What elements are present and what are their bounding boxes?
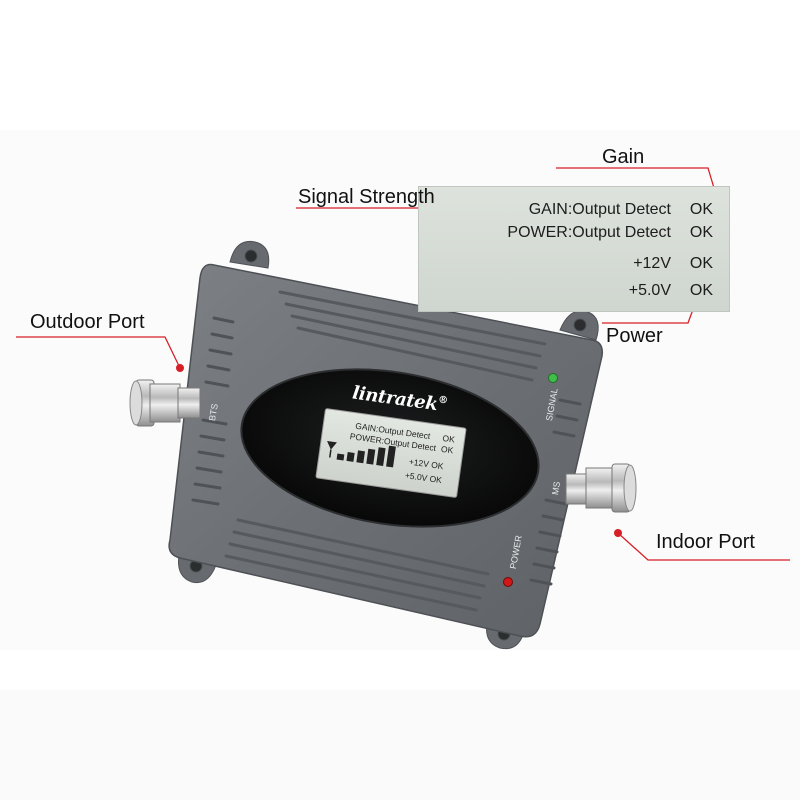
- background-band-bottom: [0, 690, 800, 800]
- lcd-5v-status: OK: [689, 282, 713, 299]
- device-lcd-gain-status: OK: [441, 432, 456, 445]
- callout-outdoor-port: Outdoor Port: [30, 311, 145, 333]
- lcd-12v-label: +12V: [633, 255, 671, 272]
- lcd-power-label: POWER:Output Detect: [507, 224, 671, 241]
- lcd-gain-status: OK: [689, 201, 713, 218]
- indoor-connector: [565, 463, 637, 513]
- power-led: [503, 577, 513, 587]
- outdoor-connector: [129, 379, 201, 427]
- lcd-power-status: OK: [689, 224, 713, 241]
- signal-led: [548, 373, 558, 383]
- lcd-gain-label: GAIN:Output Detect: [528, 201, 671, 218]
- lcd-12v-status: OK: [689, 255, 713, 272]
- registered-mark: ®: [437, 394, 449, 407]
- lcd-5v-label: +5.0V: [628, 282, 671, 299]
- lcd-row-gain: GAIN:Output Detect OK: [529, 201, 713, 219]
- lcd-row-power: POWER:Output Detect OK: [507, 224, 713, 242]
- callout-indoor-port: Indoor Port: [656, 531, 755, 553]
- device-lcd-5v-status: OK: [428, 473, 443, 486]
- lcd-row-12v: +12V OK: [633, 255, 713, 273]
- callout-power: Power: [606, 325, 663, 347]
- lcd-row-5v: +5.0V OK: [629, 282, 713, 300]
- device-lcd-12v-label: +12V: [408, 456, 430, 470]
- device-lcd-12v-status: OK: [430, 459, 445, 472]
- device-lcd-5v-label: +5.0V: [404, 470, 428, 484]
- callout-signal-strength: Signal Strength: [298, 186, 435, 208]
- device-lcd-power-status: OK: [440, 443, 454, 456]
- callout-gain: Gain: [602, 146, 645, 168]
